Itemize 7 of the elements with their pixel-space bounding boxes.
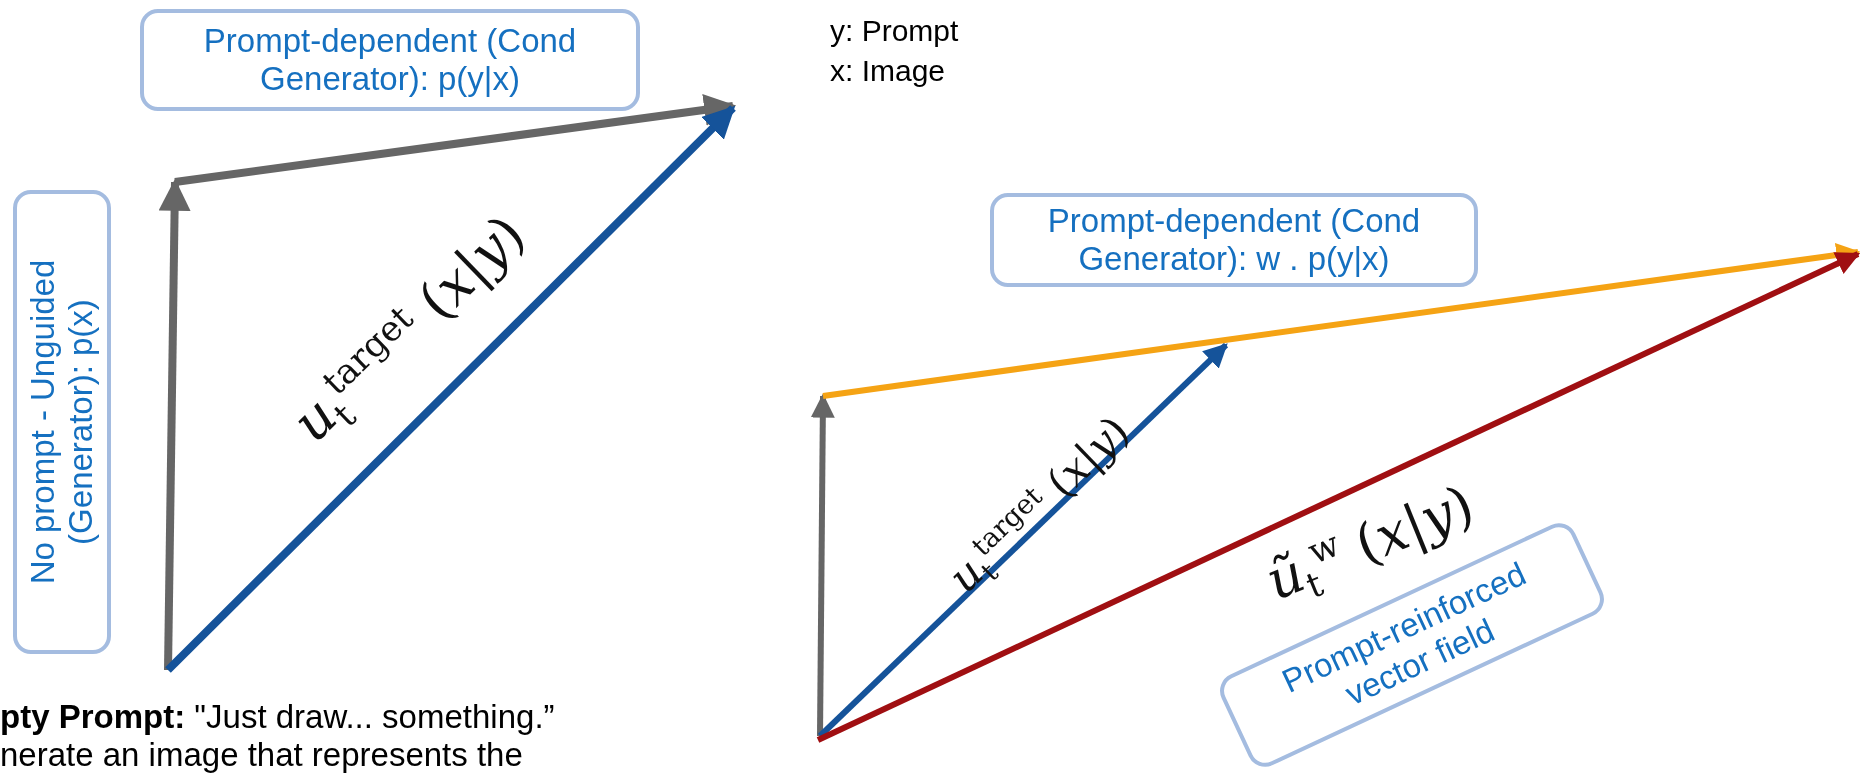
text-box: Prompt-dependent (Cond Generator): p(y|x) — [140, 9, 640, 111]
note-text: nerate an image that represents the — [0, 736, 523, 774]
note-text: pty Prompt: "Just draw... something.” — [0, 698, 555, 736]
text-box: No prompt - Unguided (Generator): p(x) — [13, 190, 111, 654]
legend-note: x: Image — [830, 54, 946, 88]
text-box: Prompt-dependent (Cond Generator): w . p(y|x) — [990, 193, 1478, 287]
legend-note: y: Prompt — [830, 14, 959, 48]
